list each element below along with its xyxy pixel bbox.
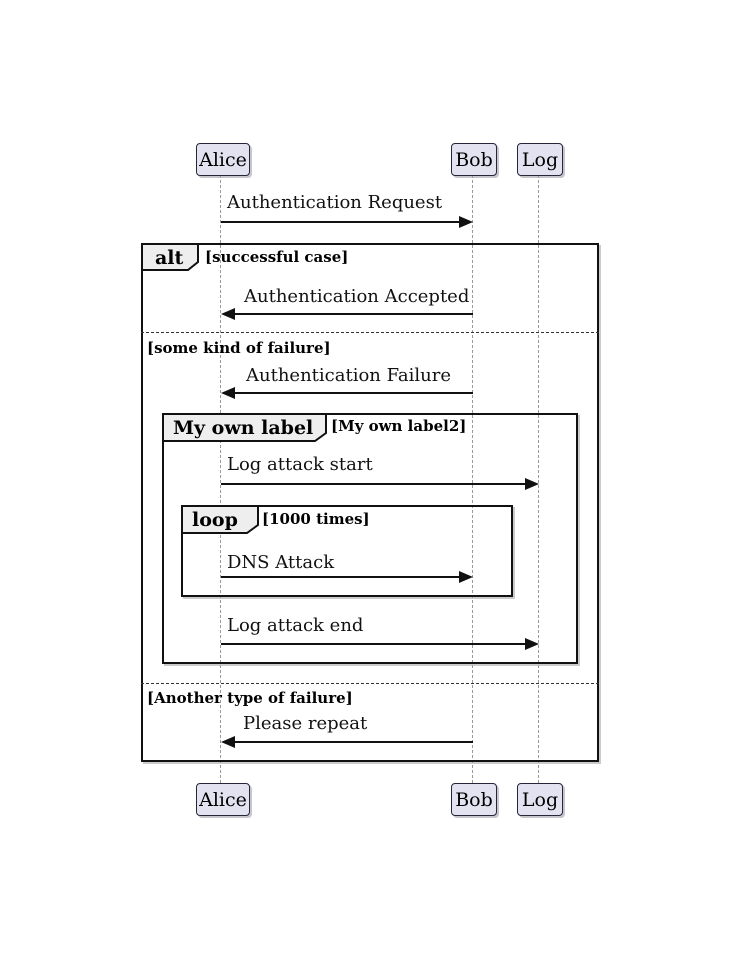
divider <box>141 332 599 333</box>
participant-label: Bob <box>455 788 493 811</box>
message-arrow <box>235 392 473 394</box>
message-label: Authentication Failure <box>246 365 451 386</box>
participant-label: Bob <box>455 148 493 171</box>
message-arrow <box>235 741 473 743</box>
frame-loop-label: loop <box>192 509 238 531</box>
message-arrow <box>221 576 461 578</box>
participant-label: Log <box>521 148 559 171</box>
message-label: Log attack start <box>227 454 373 475</box>
frame-group <box>162 413 578 664</box>
arrowhead-left-icon <box>221 736 235 748</box>
arrowhead-left-icon <box>221 308 235 320</box>
arrowhead-right-icon <box>525 478 539 490</box>
lifeline-alice <box>220 175 221 783</box>
message-label: Log attack end <box>227 615 364 636</box>
frame-alt-tab <box>141 243 199 271</box>
message-label: Please repeat <box>243 713 368 734</box>
frame-group-tab <box>162 413 327 442</box>
message-arrow <box>221 643 527 645</box>
frame-group-label: My own label <box>173 417 314 439</box>
participant-bob-top: Bob <box>451 143 497 176</box>
participant-label: Alice <box>199 788 247 811</box>
frame-group-guard: [My own label2] <box>331 417 467 435</box>
participant-bob-bottom: Bob <box>451 783 497 816</box>
divider <box>141 683 599 684</box>
participant-label: Alice <box>199 148 247 171</box>
frame-loop-guard: [1000 times] <box>262 510 370 528</box>
message-label: Authentication Accepted <box>244 286 470 307</box>
participant-label: Log <box>521 788 559 811</box>
participant-alice-bottom: Alice <box>196 783 250 816</box>
arrowhead-left-icon <box>221 387 235 399</box>
frame-alt <box>141 243 599 762</box>
frame-alt-label: alt <box>155 247 184 269</box>
message-label: Authentication Request <box>227 192 443 213</box>
lifeline-bob <box>472 175 473 783</box>
arrowhead-right-icon <box>459 571 473 583</box>
participant-log-top: Log <box>517 143 563 176</box>
message-arrow <box>221 221 461 223</box>
divider-label: [Another type of failure] <box>147 689 353 707</box>
divider-label: [some kind of failure] <box>147 339 331 357</box>
participant-alice-top: Alice <box>196 143 250 176</box>
message-arrow <box>221 483 527 485</box>
message-label: DNS Attack <box>227 552 335 573</box>
message-arrow <box>235 313 473 315</box>
participant-log-bottom: Log <box>517 783 563 816</box>
frame-alt-guard: [successful case] <box>205 248 349 266</box>
frame-loop <box>181 505 513 597</box>
arrowhead-right-icon <box>525 638 539 650</box>
arrowhead-right-icon <box>459 216 473 228</box>
frame-loop-tab <box>181 505 259 534</box>
